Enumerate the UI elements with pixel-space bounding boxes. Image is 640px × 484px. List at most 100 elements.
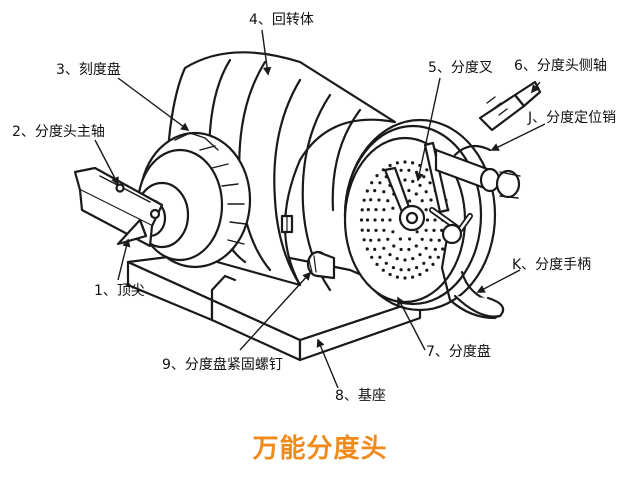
plate-hole	[418, 272, 422, 277]
plate-hole	[407, 268, 411, 272]
plate-hole	[366, 208, 370, 212]
leader-pin	[490, 123, 546, 151]
spindle	[73, 166, 190, 249]
leader-center	[117, 238, 131, 281]
small-screw	[280, 214, 294, 234]
plate-hole	[377, 238, 381, 242]
plate-hole	[414, 244, 418, 248]
plate-lock-screw	[306, 250, 336, 280]
plate-hole	[403, 258, 407, 262]
label-dial: 3、刻度盘	[56, 62, 121, 78]
base	[126, 246, 422, 362]
plate-hole	[384, 261, 388, 265]
label-plate: 7、分度盘	[426, 344, 491, 360]
plate-hole	[369, 238, 373, 242]
plate-hole	[418, 183, 422, 187]
plate-hole	[433, 218, 437, 222]
leader-dial	[117, 77, 190, 132]
plate-hole	[441, 247, 445, 251]
plate-hole	[408, 237, 412, 241]
plate-hole	[425, 218, 430, 222]
plate-hole	[388, 253, 392, 257]
plate-hole	[388, 163, 392, 168]
plate-hole	[365, 189, 369, 193]
plate-hole	[403, 160, 407, 164]
label-index-pin: J、分度定位销	[528, 110, 617, 126]
plate-hole	[362, 198, 366, 202]
plate-hole	[382, 246, 386, 250]
leader-lines	[94, 29, 546, 389]
plate-hole	[391, 230, 395, 234]
plate-hole	[399, 268, 403, 272]
leader-plate	[397, 296, 426, 351]
plate-hole	[362, 238, 366, 242]
plate-hole	[422, 261, 426, 265]
plate-hole	[374, 228, 378, 232]
plate-hole	[429, 238, 433, 242]
label-side-shaft: 6、分度头侧轴	[514, 58, 607, 74]
plate-hole	[369, 198, 373, 202]
leader-fork	[415, 77, 441, 182]
plate-hole	[431, 262, 435, 266]
diagram-title: 万能分度头	[252, 434, 388, 464]
leader-rotating-body	[261, 29, 272, 76]
plate-hole	[411, 161, 415, 165]
plate-hole	[359, 218, 364, 222]
plate-hole	[375, 174, 379, 178]
plate-hole	[370, 181, 374, 185]
label-crank: K、分度手柄	[512, 257, 592, 273]
plate-hole	[395, 275, 399, 279]
center-point	[116, 218, 148, 246]
plate-hole	[425, 168, 429, 172]
leader-spindle	[94, 139, 119, 186]
plate-hole	[373, 189, 377, 193]
plate-hole	[365, 247, 369, 251]
plate-hole	[425, 268, 429, 272]
plate-hole	[374, 208, 378, 212]
plate-hole	[428, 255, 432, 259]
plate-hole	[411, 275, 415, 279]
plate-hole	[381, 268, 385, 272]
plate-hole	[373, 247, 377, 251]
plate-hole	[375, 262, 379, 266]
leader-base	[316, 338, 339, 389]
plate-hole	[386, 237, 390, 241]
plate-hole	[373, 218, 377, 222]
plate-hole	[392, 244, 396, 248]
plate-hole	[429, 198, 433, 202]
plate-hole	[433, 247, 437, 251]
label-spindle: 2、分度头主轴	[12, 124, 105, 140]
plate-hole	[415, 266, 419, 270]
plate-hole	[407, 247, 411, 252]
plate-hole	[388, 218, 392, 222]
index-fork	[383, 141, 450, 232]
plate-hole	[408, 199, 412, 203]
plate-hole	[395, 257, 399, 261]
plate-hole	[382, 228, 386, 232]
plate-hole	[395, 161, 399, 165]
plate-hole	[418, 253, 422, 257]
crank-handle	[429, 207, 505, 320]
plate-hole	[403, 178, 407, 182]
label-fork: 5、分度叉	[428, 60, 493, 76]
plate-hole	[382, 190, 386, 194]
leader-crank	[476, 269, 521, 293]
plate-hole	[399, 247, 403, 252]
plate-hole	[422, 175, 426, 179]
plate-hole	[420, 199, 424, 203]
label-base: 8、基座	[335, 388, 386, 404]
plate-hole	[403, 276, 407, 280]
plate-hole	[380, 218, 385, 222]
plate-hole	[377, 198, 381, 202]
plate-hole	[414, 192, 418, 196]
plate-hole	[382, 208, 386, 212]
plate-hole	[428, 181, 432, 185]
plate-hole	[407, 188, 411, 193]
plate-hole	[365, 218, 370, 222]
plate-hole	[370, 255, 374, 259]
plate-hole	[411, 257, 415, 261]
plate-hole	[432, 228, 436, 232]
plate-hole	[424, 190, 428, 194]
plate-hole	[437, 238, 441, 242]
